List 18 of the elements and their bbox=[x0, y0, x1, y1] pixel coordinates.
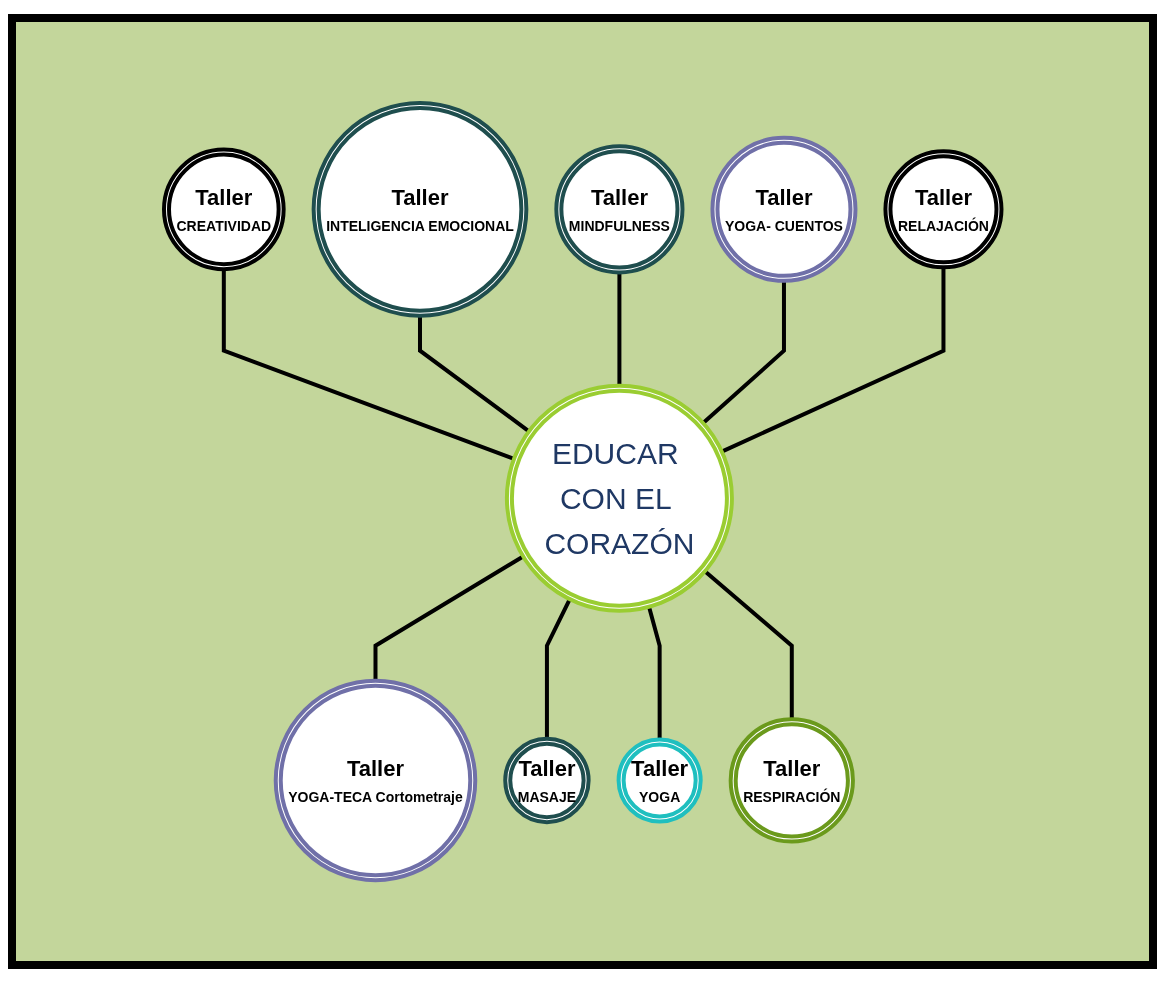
node-circle: Taller MINDFULNESS bbox=[554, 144, 685, 275]
connector bbox=[646, 606, 662, 740]
node-circle: EDUCAR CON EL CORAZÓN bbox=[504, 383, 734, 613]
node-circle: Taller RESPIRACIÓN bbox=[728, 717, 855, 844]
connector bbox=[703, 569, 794, 720]
node-circle: Taller YOGA-TECA Cortometraje bbox=[273, 678, 477, 883]
node-circle: Taller INTELIGENCIA EMOCIONAL bbox=[311, 100, 529, 318]
connector bbox=[617, 272, 622, 386]
connector bbox=[373, 554, 524, 681]
connector bbox=[701, 280, 786, 425]
connector bbox=[221, 269, 515, 461]
node-circle: Taller CREATIVIDAD bbox=[161, 147, 286, 272]
node-circle: Taller YOGA bbox=[616, 737, 703, 824]
connector bbox=[544, 598, 572, 739]
node-circle: Taller MASAJE bbox=[503, 736, 591, 825]
node-circle: Taller RELAJACIÓN bbox=[883, 149, 1004, 270]
node-circle: Taller YOGA- CUENTOS bbox=[710, 135, 858, 283]
connector bbox=[417, 315, 530, 433]
